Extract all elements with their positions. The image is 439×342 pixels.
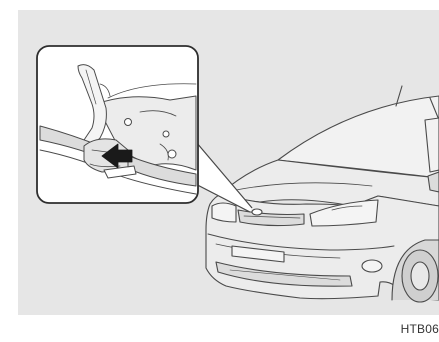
car-fog-light [362,260,382,272]
car-hood-latch [252,209,262,215]
car-left-headlight [212,203,236,222]
inset-detail [37,46,198,203]
car-side-mirror [428,172,439,192]
figure-code-label: HTB06 [401,322,439,336]
car-drawing [206,86,439,302]
